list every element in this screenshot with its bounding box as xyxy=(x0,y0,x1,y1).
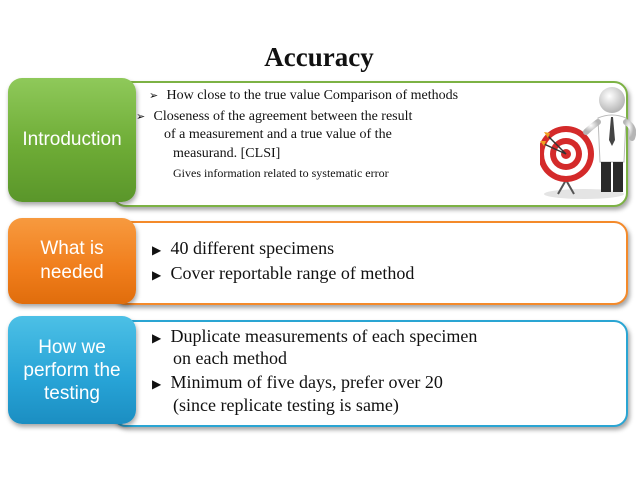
slide-title: Accuracy xyxy=(264,42,374,72)
how-we-perform-panel xyxy=(112,320,628,427)
introduction-tab: Introduction xyxy=(8,78,136,202)
triangle-bullet-icon: ▶ xyxy=(152,331,162,345)
intro-line-3: of a measurement and a true value of the xyxy=(164,127,392,142)
triangle-bullet-icon: ▶ xyxy=(152,268,162,282)
introduction-label: Introduction xyxy=(22,129,122,150)
intro-line-5: Gives information related to systematic … xyxy=(173,166,389,180)
perform-bullet-1-cont: on each method xyxy=(173,348,287,368)
what-is-needed-label-line2: needed xyxy=(40,262,104,283)
perform-bullet-2-cont: (since replicate testing is same) xyxy=(173,395,399,415)
intro-line-1: ➢ How close to the true value Comparison… xyxy=(149,88,459,103)
triangle-bullet-icon: ▶ xyxy=(152,377,162,391)
target-person-clipart xyxy=(540,87,636,199)
intro-line-4: measurand. [CLSI] xyxy=(173,146,281,161)
arrowhead-bullet-icon: ➢ xyxy=(136,111,146,123)
needed-bullet-2: ▶ Cover reportable range of method xyxy=(152,263,415,283)
perform-bullet-2: ▶ Minimum of five days, prefer over 20 xyxy=(152,372,443,392)
how-we-perform-label-line3: testing xyxy=(44,382,100,404)
intro-line-2: ➢ Closeness of the agreement between the… xyxy=(136,109,413,124)
how-we-perform-label-line1: How we xyxy=(38,336,106,358)
what-is-needed-label-line1: What is xyxy=(40,238,104,259)
triangle-bullet-icon: ▶ xyxy=(152,243,162,257)
how-we-perform-label-line2: perform the xyxy=(23,359,121,381)
what-is-needed-tab: What is needed xyxy=(8,218,136,304)
how-we-perform-tab: How we perform the testing xyxy=(8,316,136,424)
what-is-needed-panel xyxy=(112,221,628,305)
needed-bullet-1: ▶ 40 different specimens xyxy=(152,238,335,258)
perform-bullet-1: ▶ Duplicate measurements of each specime… xyxy=(152,326,478,346)
arrowhead-bullet-icon: ➢ xyxy=(149,90,159,102)
